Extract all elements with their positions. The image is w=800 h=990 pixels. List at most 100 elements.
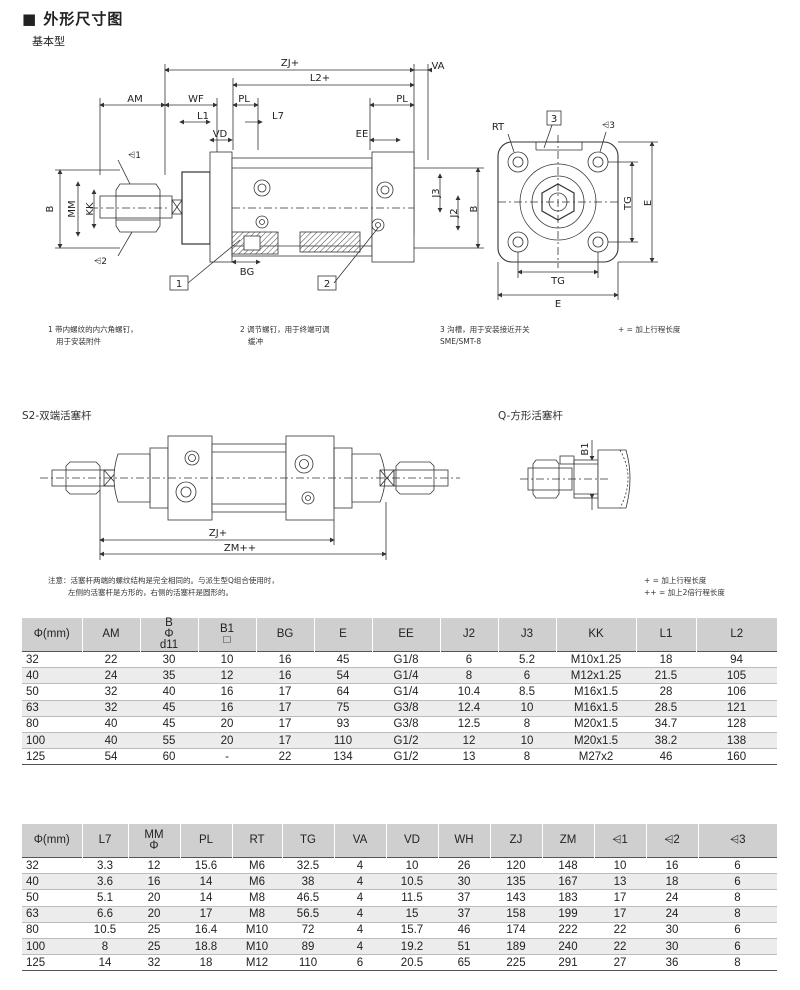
table-cell: 32 (22, 856, 82, 875)
table-cell: 89 (282, 938, 334, 956)
table-cell: 72 (282, 922, 334, 939)
callout-1: 1 (176, 279, 182, 290)
table-cell: 10 (594, 856, 646, 875)
table-header: J2 (440, 618, 499, 652)
table-cell: 30 (438, 873, 490, 891)
dim-b: B (45, 205, 56, 212)
table-cell: 5.1 (82, 889, 128, 907)
table-cell: 17 (594, 889, 646, 907)
table-cell: 240 (542, 938, 594, 956)
table-cell: 80 (22, 716, 82, 733)
table-header: AM (82, 618, 141, 652)
table-cell: 16 (256, 650, 314, 669)
table-header: J3 (498, 618, 557, 652)
table-header: KK (556, 618, 637, 652)
table-header: WH (438, 824, 491, 858)
table-cell: 120 (490, 856, 542, 875)
table-cell: 50 (22, 683, 82, 701)
table-cell: 51 (438, 938, 490, 956)
table-cell: 75 (314, 700, 372, 717)
table-cell: M6 (232, 873, 282, 891)
table-cell: 4 (334, 906, 386, 923)
table-cell: 4 (334, 856, 386, 875)
table-cell: 17 (256, 700, 314, 717)
table-cell: G1/4 (372, 683, 440, 701)
table-cell: 25 (128, 922, 180, 939)
table-cell: 160 (696, 748, 777, 766)
dim-kk: KK (85, 202, 96, 216)
main-dimension-drawing: ZJ+ L2+ VA AM WF PL L1 L7 VD EE PL BG 1 … (45, 58, 658, 310)
dim-e-vertical: E (643, 200, 654, 206)
table-header: B1□ (198, 618, 257, 652)
table-cell: 16 (198, 700, 256, 717)
table-cell: 32 (22, 650, 82, 669)
table-cell: G1/2 (372, 732, 440, 750)
table-cell: 183 (542, 889, 594, 907)
table-cell: 32 (128, 954, 180, 972)
table-cell: 10 (386, 856, 438, 875)
table-cell: 12 (198, 667, 256, 685)
table-cell: M6 (232, 856, 282, 875)
table-cell: M16x1.5 (556, 683, 636, 701)
table-cell: 32 (82, 683, 140, 701)
table-cell: 189 (490, 938, 542, 956)
table-cell: 24 (646, 889, 698, 907)
s2-note: 注意：活塞杆两端的螺纹结构是完全相同的。与派生型Q组合使用时，左侧的活塞杆是方形… (48, 576, 279, 597)
table-cell: G1/8 (372, 650, 440, 669)
table-cell: G1/2 (372, 748, 440, 766)
table-cell: 15.7 (386, 922, 438, 939)
table-cell: M27x2 (556, 748, 636, 766)
table-cell: M8 (232, 889, 282, 907)
page-subtitle: 基本型 (32, 35, 65, 48)
table-cell: 20 (198, 716, 256, 733)
table-cell: 15.6 (180, 856, 232, 875)
table-cell: 13 (440, 748, 498, 766)
table-header: ⩤2 (646, 824, 699, 858)
table-cell: 6 (334, 954, 386, 972)
table-cell: 16 (646, 856, 698, 875)
table-cell: M16x1.5 (556, 700, 636, 717)
table-header: ZJ (490, 824, 543, 858)
table-cell: 128 (696, 716, 777, 733)
table-cell: 16 (198, 683, 256, 701)
table-cell: 18 (646, 873, 698, 891)
table-cell: 28 (636, 683, 696, 701)
table-header: ⩤1 (594, 824, 647, 858)
table-header: EE (372, 618, 441, 652)
table-cell: 20.5 (386, 954, 438, 972)
table-cell: 35 (140, 667, 198, 685)
table-cell: M20x1.5 (556, 732, 636, 750)
dim-tg-horizontal: TG (550, 276, 565, 287)
s2-dim-zj: ZJ+ (209, 528, 227, 539)
table-header: PL (180, 824, 233, 858)
table-cell: 4 (334, 873, 386, 891)
table-header: L1 (636, 618, 697, 652)
table-cell: 55 (140, 732, 198, 750)
table-cell: 138 (696, 732, 777, 750)
table-cell: 8 (498, 716, 556, 733)
table-cell: 6 (698, 922, 777, 939)
s2-title: S2-双端活塞杆 (22, 410, 92, 422)
table-cell: 6.6 (82, 906, 128, 923)
table-cell: 64 (314, 683, 372, 701)
dim-wf: WF (188, 94, 204, 105)
table-cell: 17 (180, 906, 232, 923)
table-cell: 40 (82, 716, 140, 733)
table-cell: 17 (594, 906, 646, 923)
table-cell: 3.3 (82, 856, 128, 875)
table-cell: 38 (282, 873, 334, 891)
dim-j3: J3 (431, 188, 442, 198)
table-cell: G1/4 (372, 667, 440, 685)
table-cell: 6 (440, 650, 498, 669)
table-cell: 28.5 (636, 700, 696, 717)
table-cell: 135 (490, 873, 542, 891)
table-cell: 94 (696, 650, 777, 669)
table-cell: - (198, 748, 256, 766)
